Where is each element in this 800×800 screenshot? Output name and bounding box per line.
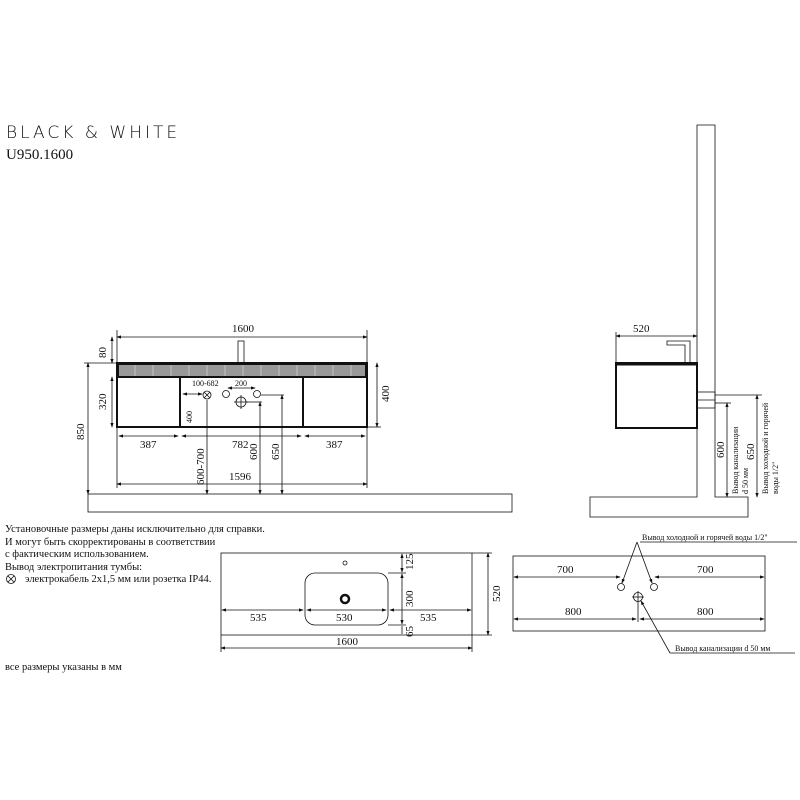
notes-line1-label: Установочные размеры даны исключительно … bbox=[5, 524, 265, 535]
side-view-water-label-2-label: воды 1/2" bbox=[771, 462, 780, 494]
back-panel bbox=[512, 555, 766, 632]
side-view: 520 600 Вывод канализации d 50 мм 650 Вы… bbox=[589, 124, 780, 518]
top-view: 535 530 535 1600 520 125 300 65 bbox=[220, 552, 503, 652]
power-outlet-icon bbox=[6, 574, 16, 584]
drain-icon bbox=[339, 593, 351, 605]
front-view-left-drawer-label: 387 bbox=[140, 439, 157, 451]
front-view-width-bottom-label: 1596 bbox=[229, 471, 252, 483]
front-view-height-total-label: 850 bbox=[75, 423, 87, 440]
front-view-power-range-label: 100-682 bbox=[192, 379, 219, 388]
front-view-water-height-label: 650 bbox=[270, 443, 282, 460]
back-view-drain-left-label: 800 bbox=[565, 606, 582, 618]
notes-line3-label: с фактическим использованием. bbox=[5, 549, 149, 560]
faucet-hole-icon bbox=[342, 560, 348, 566]
top-view-total-label: 1600 bbox=[336, 636, 359, 648]
top-view-depth-label: 520 bbox=[491, 585, 503, 602]
side-view-water-height-label: 650 bbox=[745, 443, 757, 460]
notes-units-label: все размеры указаны в мм bbox=[5, 662, 122, 673]
water-pipe-icon bbox=[617, 583, 625, 591]
front-view-drawer-height-label: 320 bbox=[97, 393, 109, 410]
notes-line5-label: электрокабель 2x1,5 мм или розетка IP44. bbox=[25, 574, 211, 585]
front-view-top-band-label: 80 bbox=[97, 347, 109, 359]
countertop-top bbox=[220, 552, 473, 636]
front-view-power-depth-label: 400 bbox=[185, 411, 194, 423]
side-view-drain-height-label: 600 bbox=[715, 441, 727, 458]
floor bbox=[87, 493, 513, 513]
cabinet-side bbox=[615, 362, 698, 429]
top-view-right-label: 535 bbox=[420, 612, 437, 624]
power-outlet-icon bbox=[202, 390, 212, 400]
back-view-drain-right-label: 800 bbox=[697, 606, 714, 618]
top-view-basin-depth-label: 300 bbox=[404, 590, 416, 607]
front-view-right-drawer-label: 387 bbox=[326, 439, 343, 451]
back-view-water-right-label: 700 bbox=[697, 564, 714, 576]
faucet-side bbox=[666, 340, 691, 364]
water-pipe-icon bbox=[253, 390, 261, 398]
brand-logo: BLACK & WHITE bbox=[6, 123, 180, 143]
water-pipe-icon bbox=[650, 583, 658, 591]
side-view-depth-label: 520 bbox=[633, 323, 650, 335]
front-view-power-height-label: 600-700 bbox=[195, 448, 207, 485]
side-view-drain-label-1-label: Вывод канализации bbox=[731, 426, 740, 494]
top-view-left-label: 535 bbox=[250, 612, 267, 624]
back-view: 700 700 800 800 Вывод холодной и горячей… bbox=[512, 533, 797, 654]
front-view-drain-height-label: 600 bbox=[248, 443, 260, 460]
faucet bbox=[237, 340, 245, 364]
basin bbox=[304, 572, 389, 626]
drain-icon bbox=[234, 395, 248, 409]
front-view-pipe-spacing-label: 200 bbox=[235, 379, 247, 388]
countertop-band bbox=[117, 363, 367, 378]
back-view-drain-label-label: Вывод канализации d 50 мм bbox=[675, 644, 770, 653]
water-pipe-icon bbox=[222, 390, 230, 398]
back-view-water-label-label: Вывод холодной и горячей воды 1/2" bbox=[642, 533, 768, 542]
side-view-drain-label-2-label: d 50 мм bbox=[741, 468, 750, 494]
front-view-cabinet-height-label: 400 bbox=[380, 385, 392, 402]
drain-icon bbox=[632, 591, 644, 603]
wall-and-floor bbox=[589, 124, 749, 518]
top-view-front-label: 125 bbox=[404, 553, 416, 570]
back-view-water-left-label: 700 bbox=[557, 564, 574, 576]
notes: Установочные размеры даны исключительно … bbox=[5, 524, 265, 673]
front-view-width-top-label: 1600 bbox=[232, 323, 255, 335]
front-view-center-drawer-label: 782 bbox=[232, 439, 249, 451]
notes-line2-label: И могут быть скорректированы в соответст… bbox=[5, 537, 216, 548]
model-number: U950.1600 bbox=[6, 147, 73, 163]
top-view-basin-label: 530 bbox=[336, 612, 353, 624]
front-view: 1600 1596 387 782 387 850 80 320 400 100… bbox=[75, 323, 513, 513]
notes-line4-label: Вывод электропитания тумбы: bbox=[5, 562, 142, 573]
top-view-back-label: 65 bbox=[404, 626, 416, 638]
side-view-water-label-1-label: Вывод холодной и горячей bbox=[761, 402, 770, 494]
